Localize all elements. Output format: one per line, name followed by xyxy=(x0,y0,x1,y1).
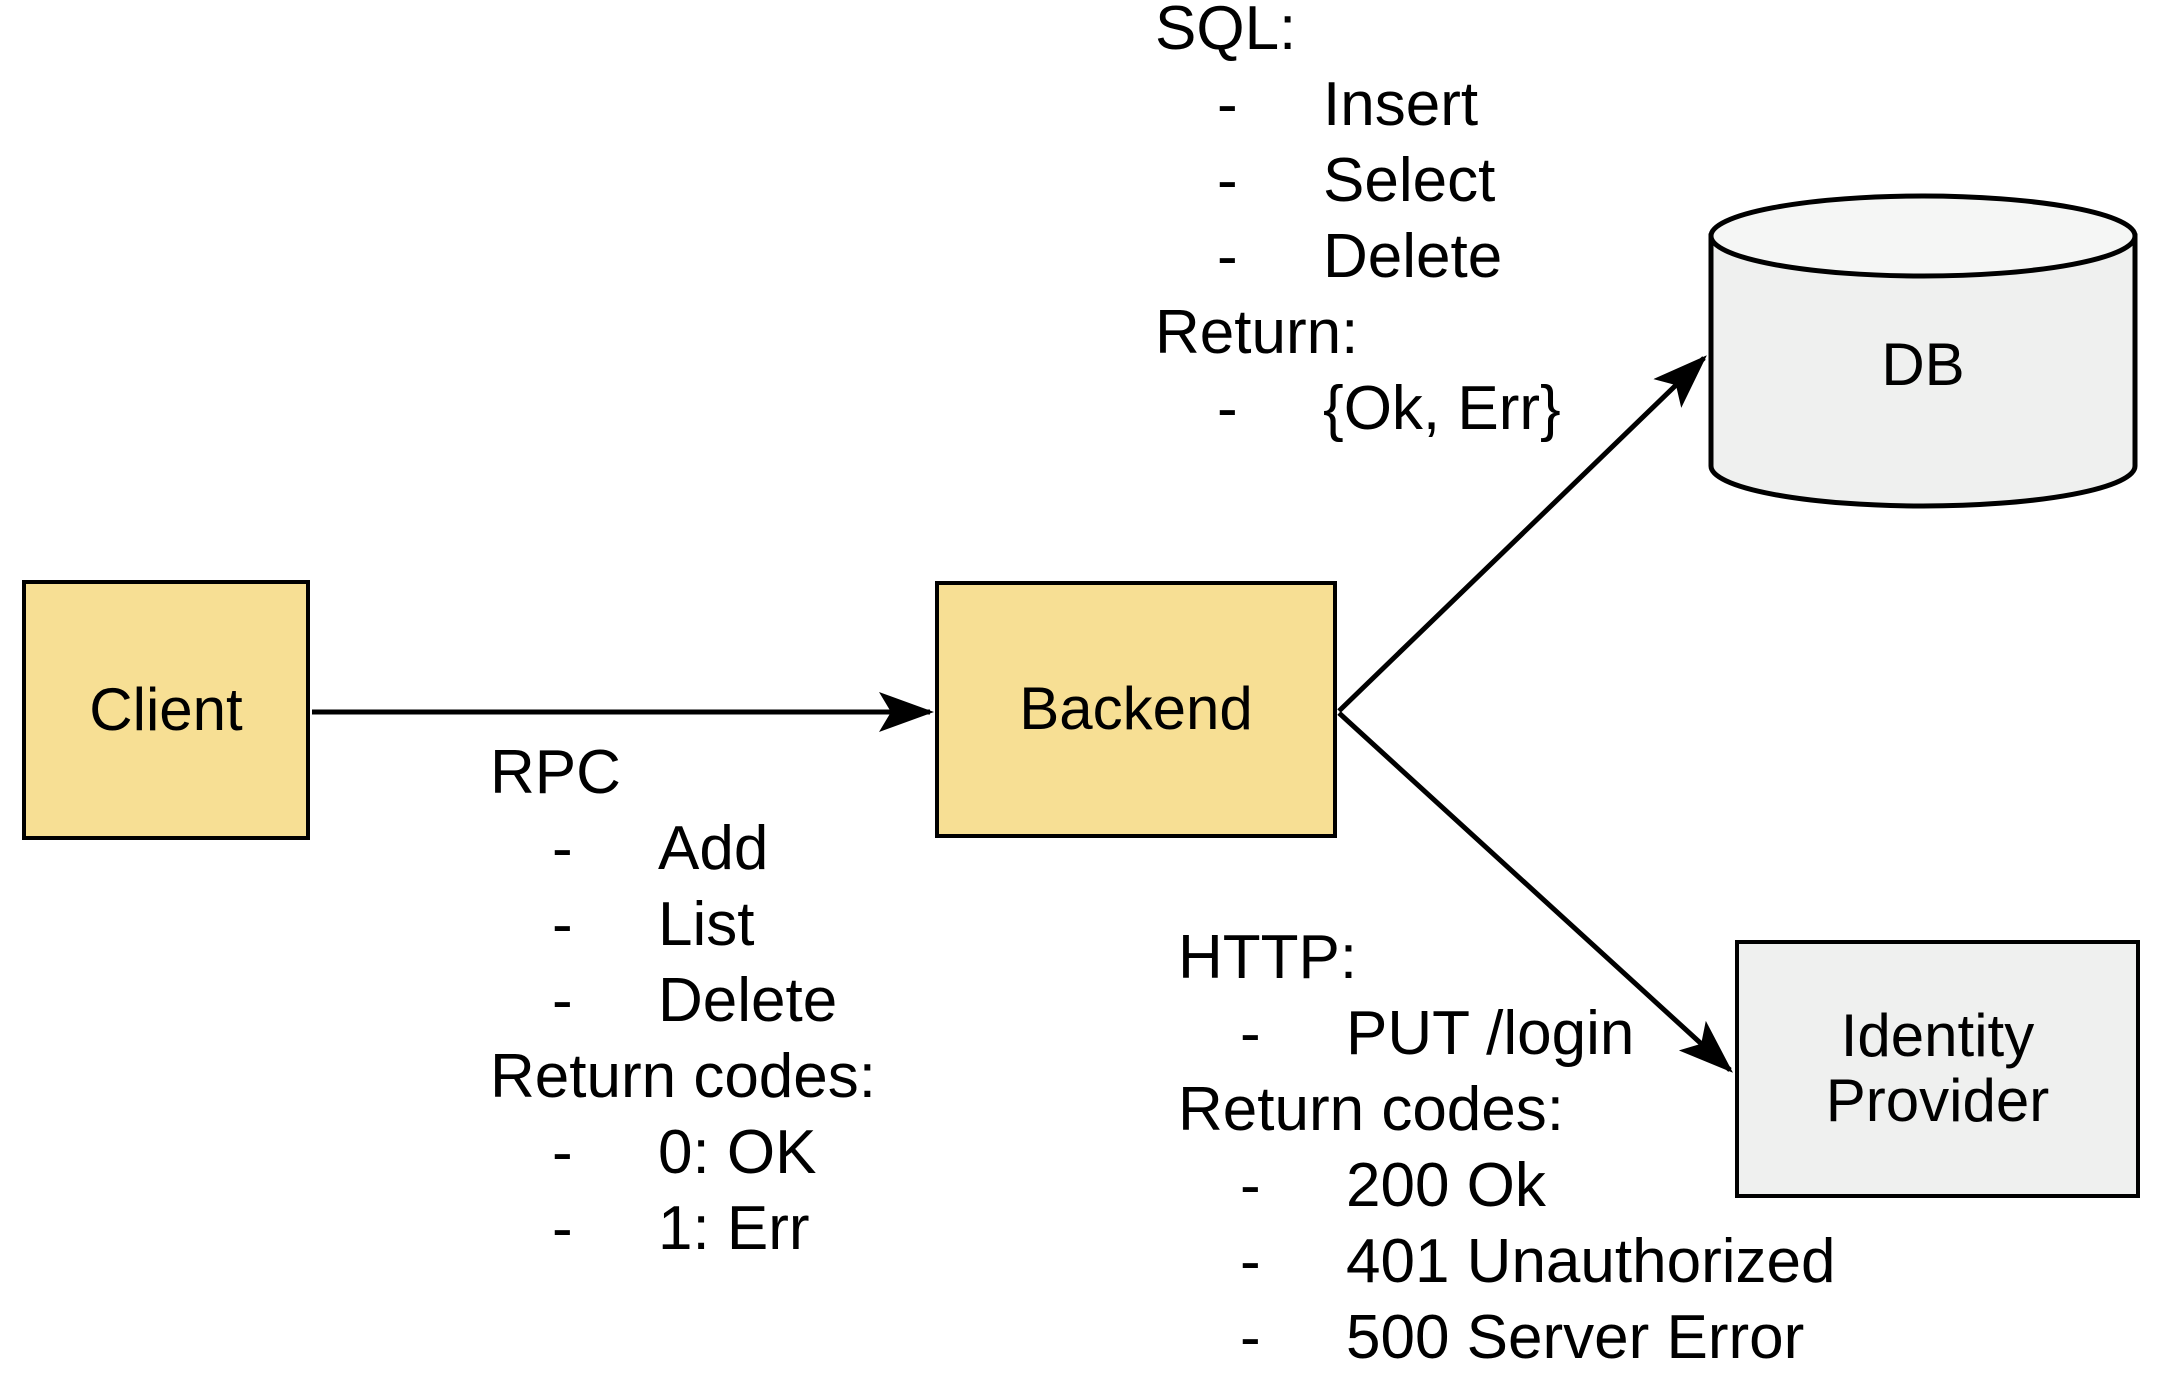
bullet-dash-icon: - xyxy=(1240,999,1261,1068)
node-db-label-wrap: DB xyxy=(1708,193,2138,509)
bullet-dash-icon: - xyxy=(552,1118,573,1187)
http-return-row: - 500 Server Error xyxy=(1178,1300,1835,1376)
edge-note-sql: SQL: - Insert - Select - Delete Return: … xyxy=(1155,0,1561,447)
rpc-item-row: - Delete xyxy=(490,963,876,1039)
rpc-item-2: Delete xyxy=(658,966,838,1035)
sql-item-row: - Delete xyxy=(1155,219,1561,295)
bullet-dash-icon: - xyxy=(1217,70,1238,139)
node-db-label: DB xyxy=(1881,330,1965,398)
sql-item-row: - Insert xyxy=(1155,67,1561,143)
http-item-row: - PUT /login xyxy=(1178,996,1835,1072)
edge-note-http: HTTP: - PUT /login Return codes: - 200 O… xyxy=(1178,920,1835,1376)
node-client-label: Client xyxy=(89,675,243,743)
sql-item-2: Delete xyxy=(1323,222,1503,291)
bullet-dash-icon: - xyxy=(1240,1227,1261,1296)
sql-item-0: Insert xyxy=(1323,70,1479,139)
node-client[interactable]: Client xyxy=(22,580,310,840)
http-heading: HTTP: xyxy=(1178,923,1358,992)
sql-return-heading: Return: xyxy=(1155,298,1359,367)
rpc-heading: RPC xyxy=(490,738,621,807)
rpc-return-row: - 0: OK xyxy=(490,1115,876,1191)
bullet-dash-icon: - xyxy=(552,890,573,959)
rpc-return-row: - 1: Err xyxy=(490,1191,876,1267)
edge-note-rpc: RPC - Add - List - Delete Return codes: … xyxy=(490,735,876,1267)
cylinder-shape xyxy=(1708,193,2138,509)
node-backend[interactable]: Backend xyxy=(935,581,1337,838)
rpc-item-1: List xyxy=(658,890,755,959)
bullet-dash-icon: - xyxy=(552,966,573,1035)
http-return-2: 500 Server Error xyxy=(1346,1303,1805,1372)
sql-heading: SQL: xyxy=(1155,0,1297,63)
bullet-dash-icon: - xyxy=(1217,146,1238,215)
sql-item-row: - Select xyxy=(1155,143,1561,219)
node-backend-label: Backend xyxy=(1019,675,1253,743)
rpc-return-1: 1: Err xyxy=(658,1194,810,1263)
bullet-dash-icon: - xyxy=(1240,1303,1261,1372)
bullet-dash-icon: - xyxy=(1217,374,1238,443)
bullet-dash-icon: - xyxy=(552,1194,573,1263)
bullet-dash-icon: - xyxy=(1240,1151,1261,1220)
rpc-item-row: - Add xyxy=(490,811,876,887)
rpc-item-0: Add xyxy=(658,814,769,883)
bullet-dash-icon: - xyxy=(1217,222,1238,291)
sql-return-row: - {Ok, Err} xyxy=(1155,371,1561,447)
node-identity-provider-label: Identity Provider xyxy=(1825,1002,2050,1134)
sql-item-1: Select xyxy=(1323,146,1496,215)
rpc-return-heading: Return codes: xyxy=(490,1042,876,1111)
http-return-heading: Return codes: xyxy=(1178,1075,1564,1144)
bullet-dash-icon: - xyxy=(552,814,573,883)
rpc-return-0: 0: OK xyxy=(658,1118,817,1187)
node-identity-provider[interactable]: Identity Provider xyxy=(1735,940,2140,1198)
http-return-1: 401 Unauthorized xyxy=(1346,1227,1836,1296)
http-item-0: PUT /login xyxy=(1346,999,1635,1068)
http-return-row: - 401 Unauthorized xyxy=(1178,1224,1835,1300)
http-return-0: 200 Ok xyxy=(1346,1151,1546,1220)
node-db[interactable]: DB xyxy=(1708,193,2138,509)
http-return-row: - 200 Ok xyxy=(1178,1148,1835,1224)
rpc-item-row: - List xyxy=(490,887,876,963)
sql-return-0: {Ok, Err} xyxy=(1323,374,1561,443)
